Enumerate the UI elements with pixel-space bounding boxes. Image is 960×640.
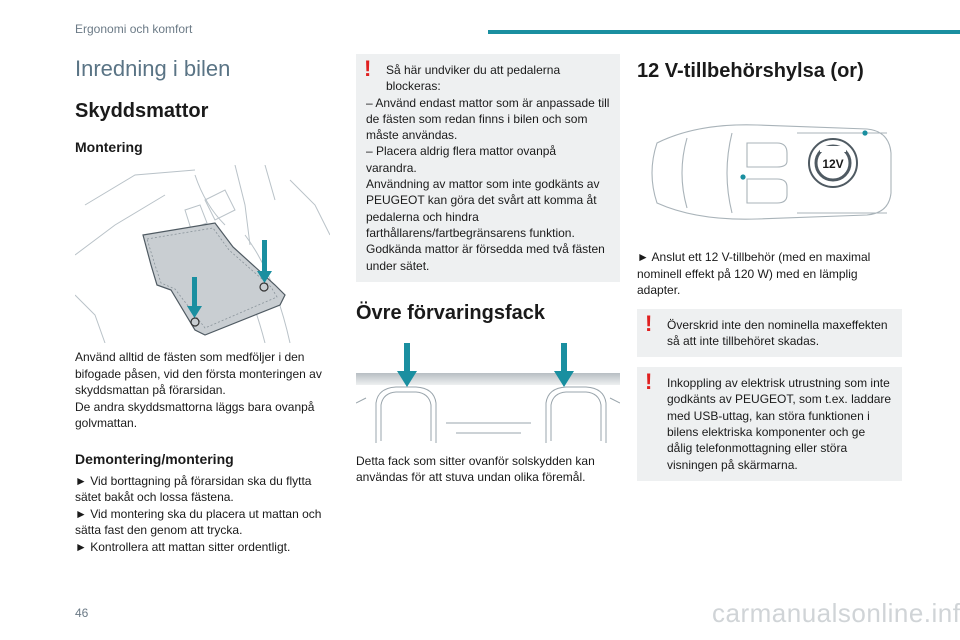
subheading-demontering: Demontering/montering <box>75 450 234 467</box>
warning-box-power: ! Överskrid inte den nominella maxeffekt… <box>637 308 902 358</box>
warning-text-usb: Inkoppling av elektrisk utrustning som i… <box>667 376 892 472</box>
column-left: Inredning i bilen Skyddsmattor Montering <box>75 50 330 555</box>
step-1: ► Vid borttagning på förarsidan ska du f… <box>75 473 312 505</box>
storage-compartment-illustration <box>356 342 620 443</box>
watermark: carmanualsonline.info <box>712 598 960 628</box>
step-2: ► Vid montering ska du placera ut mattan… <box>75 506 322 538</box>
paragraph-connect: ► Anslut ett 12 V-tillbehör (med en maxi… <box>637 250 871 297</box>
heading-skyddsmattor: Skyddsmattor <box>75 100 209 122</box>
subheading-montering: Montering <box>75 139 143 155</box>
column-middle: ! Så här undviker du att pedalerna block… <box>356 50 620 486</box>
warning-icon: ! <box>364 56 372 81</box>
floor-mat-illustration <box>75 165 330 343</box>
warning-icon: ! <box>645 310 653 336</box>
warning-line-3: – Placera aldrig flera mattor ovanpå var… <box>366 144 557 175</box>
header-accent-bar <box>488 30 960 34</box>
warning-icon: ! <box>645 369 653 395</box>
step-3: ► Kontrollera att mattan sitter ordentli… <box>75 539 291 554</box>
floor-mat-drawing <box>75 165 330 343</box>
page-number: 46 <box>75 606 89 620</box>
warning-box-pedals: ! Så här undviker du att pedalerna block… <box>356 54 620 282</box>
warning-text-power: Överskrid inte den nominella maxeffekten… <box>667 317 888 348</box>
heading-ovre-forvaringsfack: Övre förvaringsfack <box>356 301 545 324</box>
column-right: 12 V-tillbehörshylsa (or) 12V ► Anslut e… <box>637 50 902 481</box>
warning-line-5: Godkända mattor är försedda med två fäst… <box>366 242 605 273</box>
warning-line-2: – Använd endast mattor som är anpassade … <box>366 95 610 143</box>
heading-12v-socket: 12 V-tillbehörshylsa (or) <box>637 60 864 82</box>
paragraph-mounting-2: De andra skyddsmattorna läggs bara ovanp… <box>75 399 315 431</box>
header-label: Ergonomi och komfort <box>75 22 193 36</box>
storage-drawing <box>356 342 620 443</box>
12v-socket-illustration: 12V <box>637 103 902 231</box>
section-title: Inredning i bilen <box>75 56 231 81</box>
warning-box-usb: ! Inkoppling av elektrisk utrustning som… <box>637 367 902 481</box>
warning-line-1: Så här undviker du att pedalerna blocker… <box>386 63 561 94</box>
paragraph-storage: Detta fack som sitter ovanför solskydden… <box>356 453 595 485</box>
paragraph-mounting-1: Använd alltid de fästen som medföljer i … <box>75 350 322 397</box>
car-top-view-drawing: 12V <box>651 124 892 220</box>
socket-label: 12V <box>822 157 843 171</box>
warning-line-4: Användning av mattor som inte godkänts a… <box>366 177 600 240</box>
